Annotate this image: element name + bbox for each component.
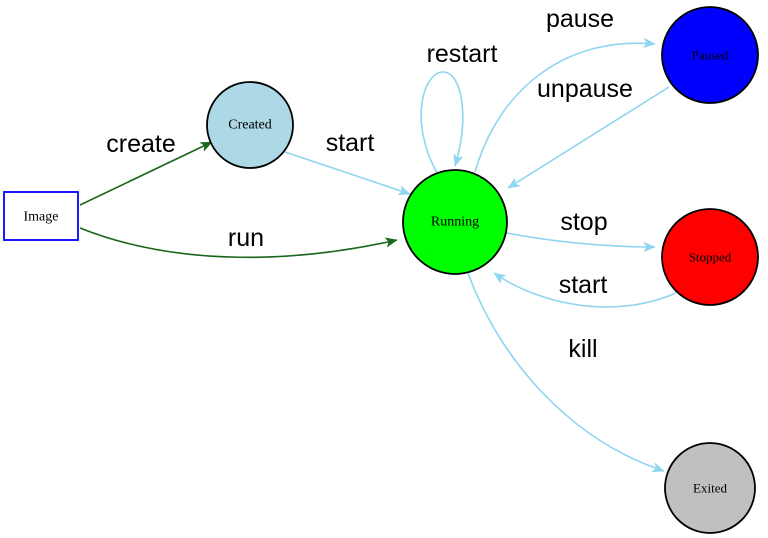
edge-start-created-running: start: [284, 129, 411, 196]
edge-unpause-path: [507, 86, 670, 189]
edge-label-start-stopped: start: [559, 271, 608, 299]
node-stopped-shape[interactable]: [661, 208, 759, 306]
edge-stop: stop: [505, 208, 656, 253]
node-image-shape[interactable]: [3, 191, 79, 241]
node-running-shape[interactable]: [402, 169, 508, 275]
node-running[interactable]: Running: [402, 169, 508, 275]
node-running-label: Running: [431, 215, 479, 230]
edge-label-run: run: [228, 224, 264, 252]
edge-run: run: [79, 224, 398, 259]
edge-create: create: [79, 130, 213, 206]
edge-kill: kill: [467, 272, 665, 473]
edge-start-stopped-running: start: [493, 271, 677, 308]
node-paused[interactable]: Paused: [661, 6, 759, 104]
edge-label-stop: stop: [560, 208, 607, 236]
edge-start2-path: [493, 272, 677, 308]
node-stopped-label: Stopped: [689, 250, 732, 265]
node-image-label: Image: [24, 210, 59, 225]
edge-label-pause: pause: [546, 5, 614, 33]
edge-pause-path: [474, 37, 656, 173]
edge-restart: restart: [420, 40, 498, 174]
edge-restart-path: [420, 71, 464, 174]
node-paused-shape[interactable]: [661, 6, 759, 104]
edge-start1-path: [284, 151, 411, 196]
edge-create-path: [79, 141, 213, 206]
edge-run-path: [79, 227, 398, 259]
edge-stop-path: [505, 232, 656, 253]
node-created-label: Created: [228, 118, 272, 133]
edge-label-start-created: start: [326, 129, 375, 157]
node-exited-label: Exited: [693, 481, 727, 496]
node-exited[interactable]: Exited: [664, 442, 756, 534]
edge-kill-path: [467, 272, 665, 473]
edge-label-kill: kill: [568, 335, 597, 363]
edge-pause: pause: [474, 5, 656, 173]
node-paused-label: Paused: [692, 48, 729, 63]
edge-label-create: create: [106, 130, 175, 158]
edge-unpause: unpause: [507, 75, 670, 189]
node-created[interactable]: Created: [206, 81, 294, 169]
edge-label-unpause: unpause: [537, 75, 633, 103]
node-exited-shape[interactable]: [664, 442, 756, 534]
node-created-shape[interactable]: [206, 81, 294, 169]
edge-label-restart: restart: [427, 40, 498, 68]
node-stopped[interactable]: Stopped: [661, 208, 759, 306]
node-image[interactable]: Image: [3, 191, 79, 241]
